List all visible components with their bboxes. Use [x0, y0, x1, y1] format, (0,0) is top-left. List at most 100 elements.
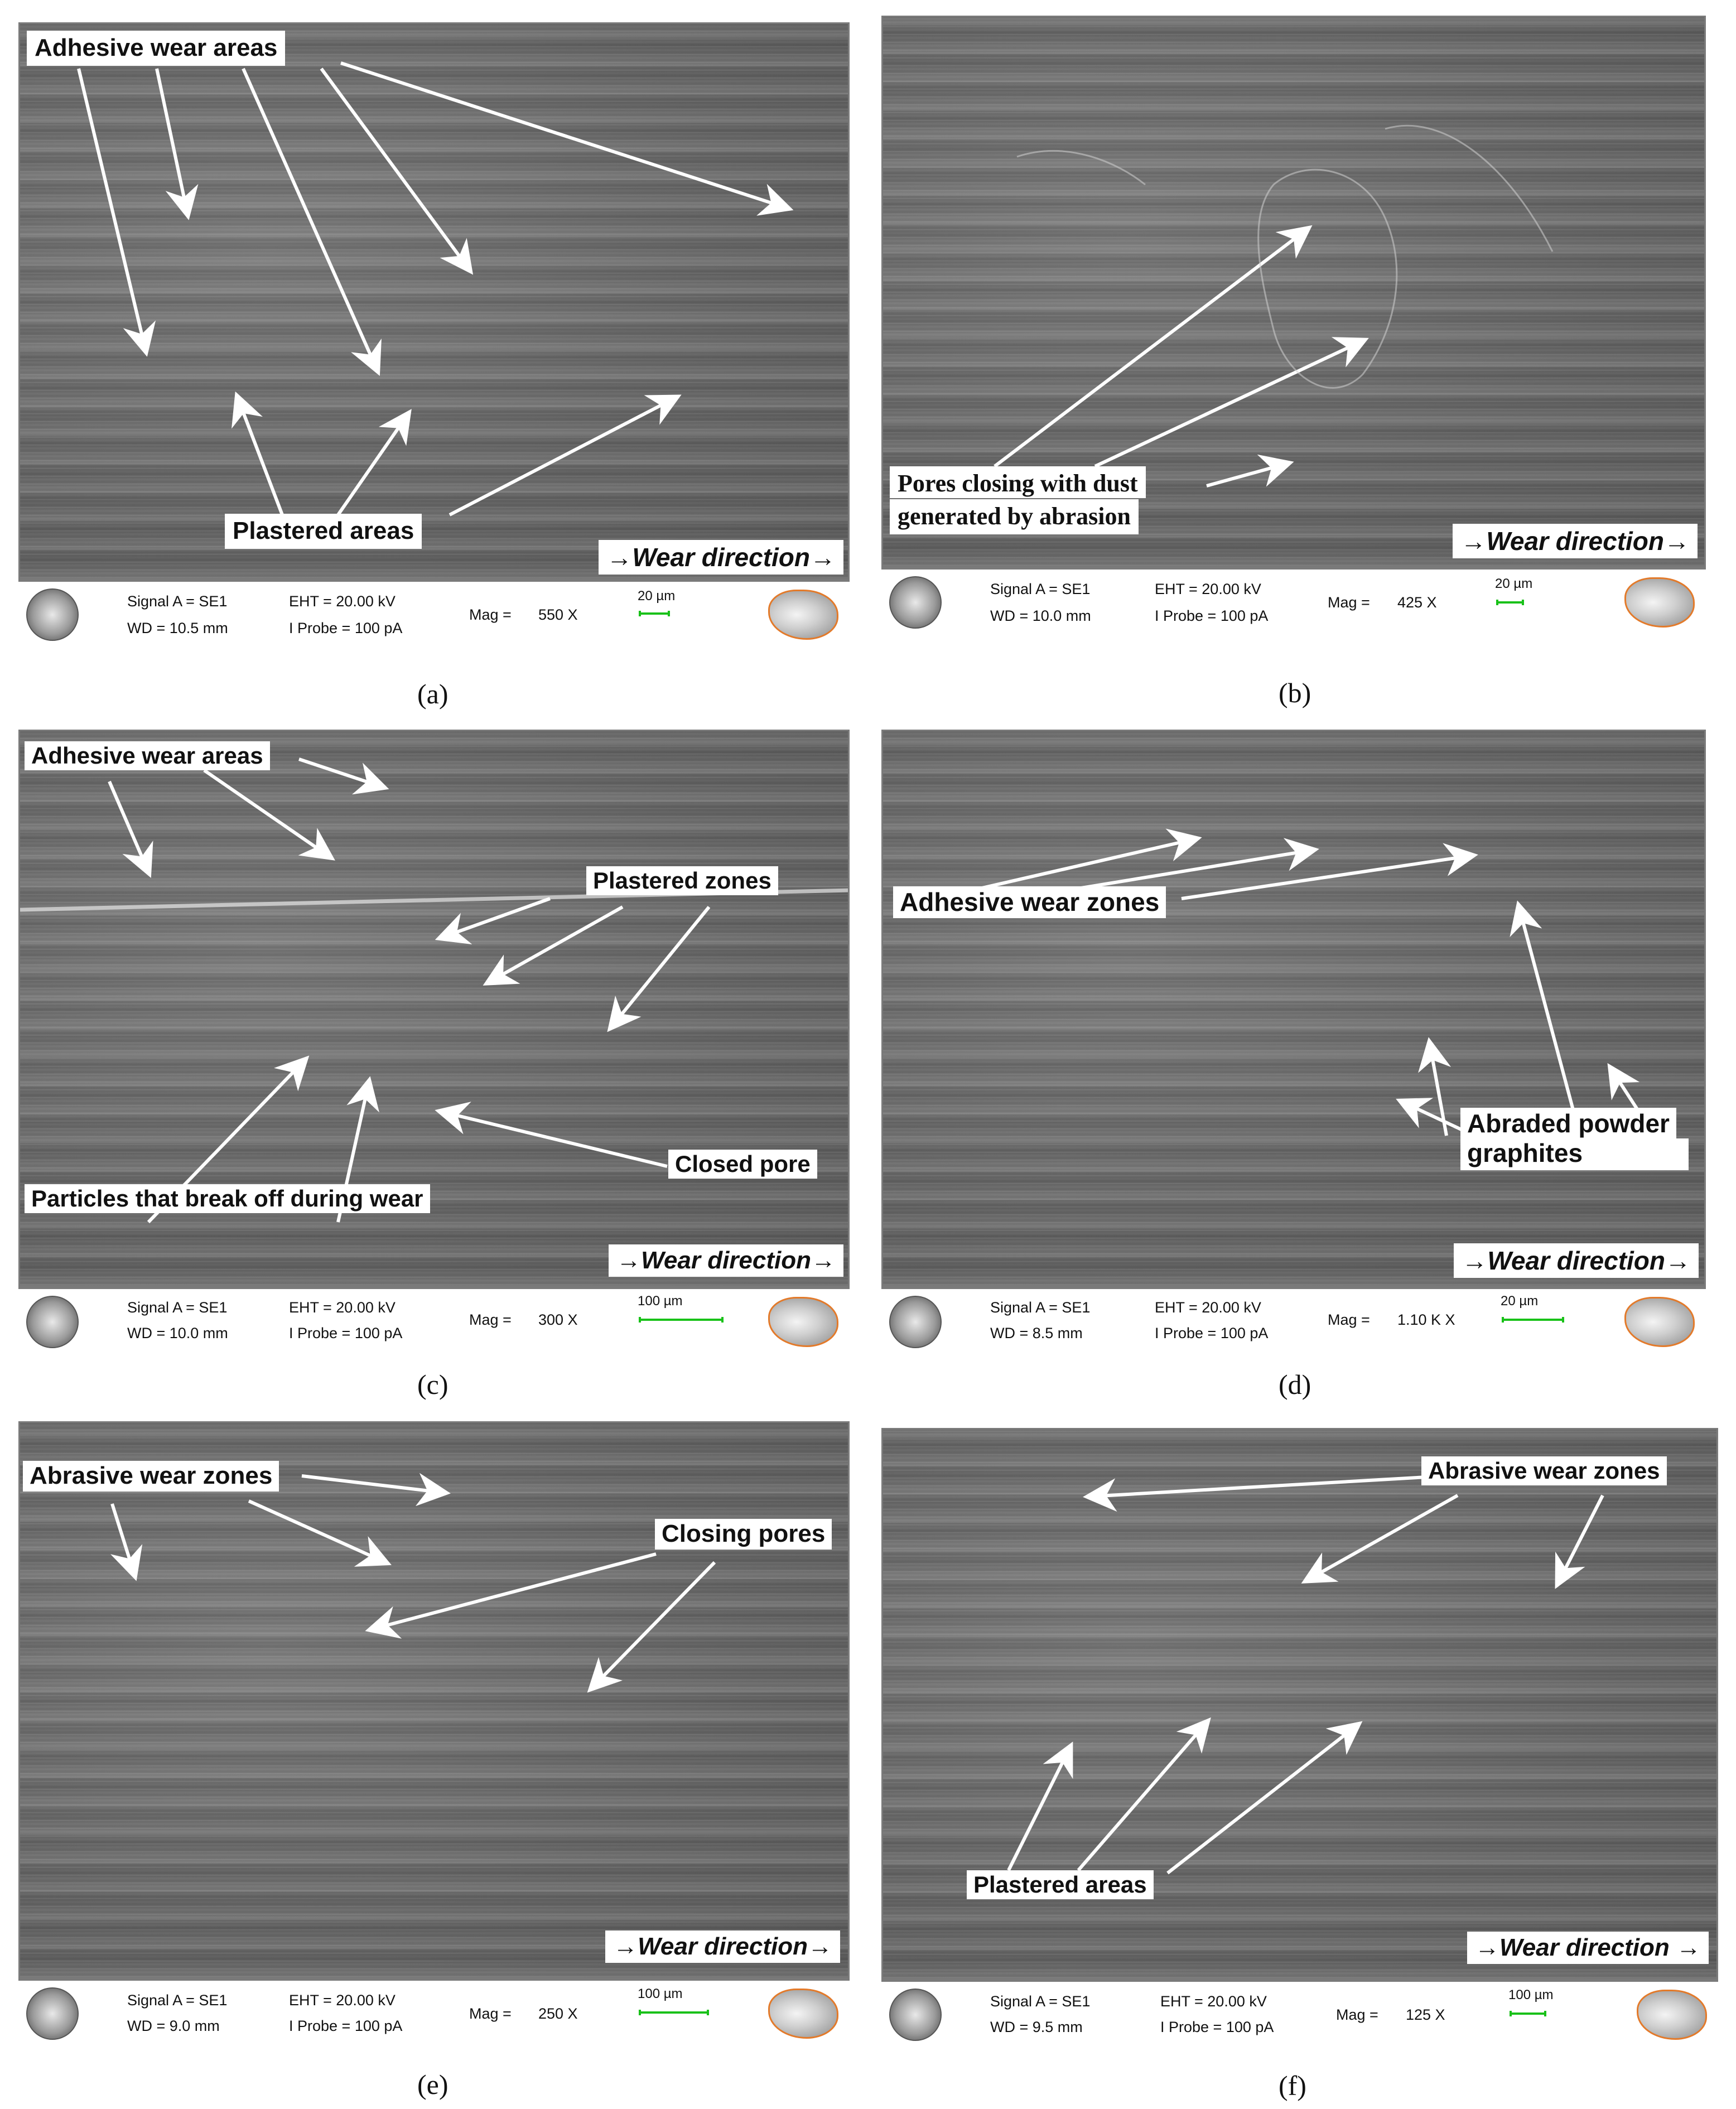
caption-d: (d) [1279, 1369, 1311, 1400]
university-seal-icon [26, 1987, 79, 2040]
university-seal-icon [26, 1296, 79, 1348]
panel-e: Abrasive wear zones Closing pores →Wear … [18, 1421, 850, 2107]
wd-text: WD = 9.5 mm [990, 2019, 1083, 2035]
caption-e: (e) [417, 2069, 449, 2100]
caption-a: (a) [417, 678, 449, 710]
university-seal-icon [26, 588, 79, 641]
label-plastered-zones: Plastered zones [586, 866, 778, 896]
scale-bar [639, 2010, 709, 2015]
eht-text: EHT = 20.00 kV [289, 1299, 396, 1316]
panel-a: Adhesive wear areas Plastered areas →Wea… [18, 22, 850, 710]
label-pores-line1: Pores closing with dust [890, 466, 1146, 498]
lab-logo-icon [1624, 577, 1695, 628]
university-seal-icon [889, 1989, 942, 2041]
sem-info-bar-e: Signal A = SE1 WD = 9.0 mm EHT = 20.00 k… [18, 1979, 850, 2045]
mag-value: 425 X [1397, 594, 1437, 611]
mag-label: Mag = [469, 1311, 512, 1328]
wear-direction-label: →Wear direction→ [1454, 1243, 1699, 1278]
scale-bar [639, 1317, 724, 1323]
wear-direction-label: →Wear direction → [1467, 1932, 1709, 1964]
label-adhesive-wear-zones: Adhesive wear zones [893, 886, 1166, 918]
signal-text: Signal A = SE1 [127, 1992, 228, 2009]
panel-c: Adhesive wear areas Plastered zones Clos… [18, 730, 850, 1400]
mag-value: 125 X [1406, 2006, 1445, 2023]
sem-image-c: Adhesive wear areas Plastered zones Clos… [18, 730, 850, 1287]
label-adhesive-wear-areas: Adhesive wear areas [27, 31, 286, 66]
wear-direction-label: →Wear direction→ [599, 540, 843, 575]
panel-f: Abrasive wear zones Plastered areas →Wea… [881, 1428, 1718, 2107]
scale-text: 20 µm [1495, 576, 1533, 591]
mag-label: Mag = [1336, 2006, 1378, 2023]
university-seal-icon [889, 1296, 942, 1348]
label-particles: Particles that break off during wear [25, 1184, 430, 1214]
annotation-arrows-f [1007, 1475, 1604, 1875]
university-seal-icon [889, 576, 942, 629]
probe-text: I Probe = 100 pA [1160, 2019, 1274, 2035]
lab-logo-icon [1637, 1990, 1707, 2040]
annotation-arrows-d [972, 828, 1643, 1137]
label-abraded-line2: graphites [1460, 1138, 1689, 1170]
label-abrasive-wear-zones: Abrasive wear zones [23, 1461, 279, 1492]
mag-value: 300 X [538, 1311, 578, 1328]
caption-f: (f) [1279, 2070, 1306, 2101]
sem-image-d: Adhesive wear zones Abraded powder graph… [881, 730, 1706, 1287]
signal-text: Signal A = SE1 [990, 1299, 1091, 1316]
scale-text: 100 µm [1508, 1987, 1554, 2002]
sem-info-bar-d: Signal A = SE1 WD = 8.5 mm EHT = 20.00 k… [881, 1287, 1706, 1350]
scale-text: 20 µm [1501, 1294, 1539, 1309]
eht-text: EHT = 20.00 kV [289, 593, 396, 610]
lab-logo-icon [768, 1989, 838, 2039]
annotation-arrows-b [994, 124, 1554, 488]
scale-text: 20 µm [638, 588, 676, 604]
wear-direction-label: →Wear direction→ [605, 1931, 840, 1963]
annotation-arrows-e [110, 1473, 716, 1693]
wear-direction-label: →Wear direction→ [1453, 524, 1698, 558]
lab-logo-icon [768, 1297, 838, 1347]
signal-text: Signal A = SE1 [990, 1993, 1091, 2010]
sem-image-b: Pores closing with dust generated by abr… [881, 16, 1706, 568]
label-plastered-areas: Plastered areas [225, 514, 422, 549]
lab-logo-icon [768, 590, 838, 640]
eht-text: EHT = 20.00 kV [289, 1992, 396, 2009]
mag-label: Mag = [469, 606, 512, 623]
label-abrasive-wear-zones: Abrasive wear zones [1421, 1456, 1667, 1486]
scale-bar [1502, 1317, 1564, 1323]
eht-text: EHT = 20.00 kV [1155, 581, 1261, 597]
mag-label: Mag = [1328, 1311, 1370, 1328]
annotation-arrows-a [77, 61, 794, 517]
wd-text: WD = 10.5 mm [127, 620, 228, 636]
label-adhesive-wear-areas: Adhesive wear areas [25, 741, 270, 771]
caption-b: (b) [1279, 677, 1311, 708]
mag-label: Mag = [1328, 594, 1370, 611]
wd-text: WD = 8.5 mm [990, 1325, 1083, 1341]
sem-image-a: Adhesive wear areas Plastered areas →Wea… [18, 22, 850, 580]
label-pores-line2: generated by abrasion [890, 499, 1139, 534]
panel-b: Pores closing with dust generated by abr… [881, 16, 1706, 708]
scale-bar [639, 611, 670, 616]
probe-text: I Probe = 100 pA [289, 2018, 403, 2034]
caption-c: (c) [417, 1369, 449, 1400]
scale-text: 100 µm [638, 1294, 683, 1309]
wd-text: WD = 10.0 mm [127, 1325, 228, 1341]
sem-image-f: Abrasive wear zones Plastered areas →Wea… [881, 1428, 1718, 1980]
mag-value: 550 X [538, 606, 578, 623]
mag-label: Mag = [469, 2005, 512, 2022]
wear-direction-label: →Wear direction→ [609, 1244, 843, 1277]
probe-text: I Probe = 100 pA [289, 620, 403, 636]
probe-text: I Probe = 100 pA [289, 1325, 403, 1341]
sem-info-bar-f: Signal A = SE1 WD = 9.5 mm EHT = 20.00 k… [881, 1980, 1718, 2046]
label-closed-pore: Closed pore [668, 1150, 817, 1179]
eht-text: EHT = 20.00 kV [1155, 1299, 1261, 1316]
signal-text: Signal A = SE1 [127, 1299, 228, 1316]
probe-text: I Probe = 100 pA [1155, 1325, 1269, 1341]
scale-text: 100 µm [638, 1986, 683, 2001]
probe-text: I Probe = 100 pA [1155, 607, 1269, 624]
mag-value: 1.10 K X [1397, 1311, 1455, 1328]
signal-text: Signal A = SE1 [127, 593, 228, 610]
sem-info-bar-c: Signal A = SE1 WD = 10.0 mm EHT = 20.00 … [18, 1287, 850, 1350]
mag-value: 250 X [538, 2005, 578, 2022]
lab-logo-icon [1624, 1297, 1695, 1347]
wd-text: WD = 9.0 mm [127, 2018, 220, 2034]
scale-bar [1510, 2011, 1546, 2016]
label-closing-pores: Closing pores [655, 1519, 832, 1550]
